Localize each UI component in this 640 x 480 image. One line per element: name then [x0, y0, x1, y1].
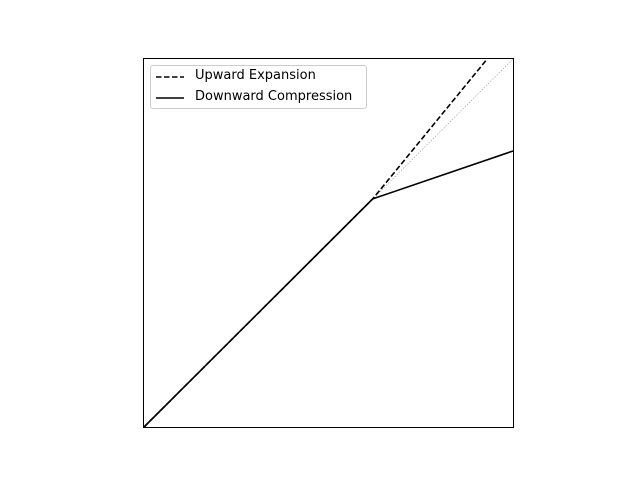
- legend-label: Downward Compression: [195, 89, 353, 104]
- legend-entry-upward-expansion: Upward Expansion: [151, 67, 366, 87]
- legend-label: Upward Expansion: [195, 68, 316, 83]
- solid-line-swatch-icon: [156, 97, 184, 99]
- legend: Upward Expansion Downward Compression: [150, 65, 367, 109]
- series-line-upward-expansion: [143, 58, 488, 428]
- legend-entry-downward-compression: Downward Compression: [151, 88, 366, 108]
- dashed-line-swatch-icon: [156, 76, 184, 78]
- series-line-downward-compression: [143, 150, 514, 428]
- plot-area-frame: [143, 58, 514, 428]
